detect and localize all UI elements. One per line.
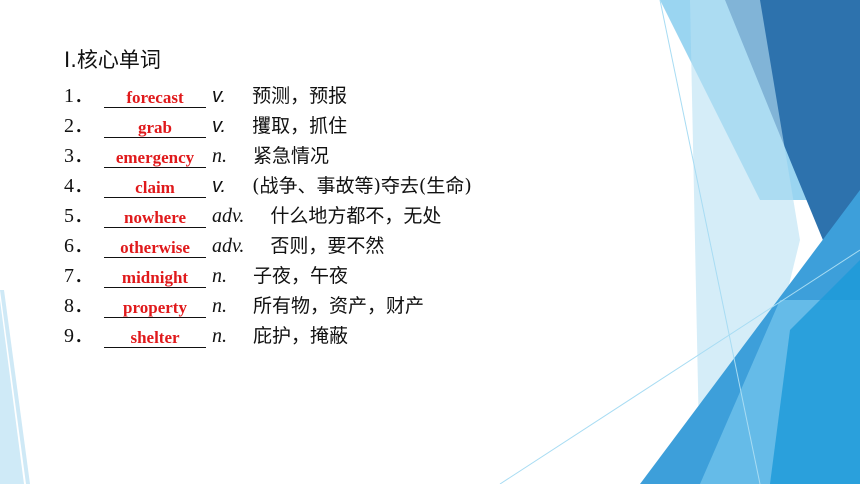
answer-word: claim	[135, 178, 175, 197]
answer-word: emergency	[115, 148, 195, 167]
meaning-text: 庇护，掩蔽	[253, 325, 349, 347]
part-of-speech: adv.	[212, 235, 245, 257]
item-number: 6．	[64, 235, 94, 257]
part-of-speech: n.	[212, 295, 227, 317]
answer-blank: forecast	[104, 81, 206, 108]
list-item: 6． otherwise adv. 否则，要不然	[64, 230, 384, 258]
answer-blank: claim	[104, 171, 206, 198]
list-item: 3． emergency n. 紧急情况	[64, 140, 329, 168]
answer-word: otherwise	[120, 238, 190, 257]
answer-word: forecast	[126, 88, 184, 107]
item-number: 9．	[64, 325, 94, 347]
answer-word: nowhere	[123, 208, 186, 227]
left-triangle-deco	[0, 300, 24, 484]
right-panel-mid	[690, 0, 800, 484]
part-of-speech: adv.	[212, 205, 245, 227]
answer-blank: grab	[104, 111, 206, 138]
answer-blank: nowhere	[104, 201, 206, 228]
answer-word: property	[123, 298, 187, 317]
item-number: 5．	[64, 205, 94, 227]
list-item: 4． claim v. (战争、事故等)夺去(生命)	[64, 170, 472, 198]
thin-line-1	[659, 0, 761, 484]
part-of-speech: n.	[212, 265, 227, 287]
part-of-speech: v.	[212, 85, 227, 107]
left-triangle-line	[0, 290, 30, 484]
answer-blank: shelter	[104, 321, 206, 348]
list-item: 9． shelter n. 庇护，掩蔽	[64, 320, 348, 348]
meaning-text: 所有物，资产，财产	[253, 295, 425, 317]
item-number: 7．	[64, 265, 94, 287]
meaning-text: 否则，要不然	[270, 235, 385, 257]
answer-word: midnight	[121, 268, 189, 287]
answer-word: grab	[138, 118, 172, 137]
section-heading: Ⅰ.核心单词	[64, 48, 161, 72]
answer-blank: emergency	[104, 141, 206, 168]
part-of-speech: n.	[212, 145, 227, 167]
meaning-text: 预测，预报	[252, 85, 348, 107]
part-of-speech: v.	[212, 175, 227, 197]
right-triangle-bright	[770, 260, 860, 484]
answer-blank: midnight	[104, 261, 206, 288]
answer-blank: property	[104, 291, 206, 318]
meaning-text: (战争、事故等)夺去(生命)	[252, 175, 472, 197]
list-item: 2． grab v. 攫取，抓住	[64, 110, 347, 138]
item-number: 2．	[64, 115, 94, 137]
part-of-speech: n.	[212, 325, 227, 347]
meaning-text: 子夜，午夜	[253, 265, 349, 287]
item-number: 8．	[64, 295, 94, 317]
list-item: 5． nowhere adv. 什么地方都不，无处	[64, 200, 441, 228]
list-item: 8． property n. 所有物，资产，财产	[64, 290, 424, 318]
item-number: 1．	[64, 85, 94, 107]
meaning-text: 什么地方都不，无处	[270, 205, 442, 227]
item-number: 4．	[64, 175, 94, 197]
meaning-text: 攫取，抓住	[252, 115, 348, 137]
answer-blank: otherwise	[104, 231, 206, 258]
answer-word: shelter	[130, 328, 180, 347]
list-item: 1． forecast v. 预测，预报	[64, 80, 347, 108]
part-of-speech: v.	[212, 115, 227, 137]
thin-line-2	[499, 249, 860, 484]
list-item: 7． midnight n. 子夜，午夜	[64, 260, 348, 288]
meaning-text: 紧急情况	[253, 145, 330, 167]
item-number: 3．	[64, 145, 94, 167]
